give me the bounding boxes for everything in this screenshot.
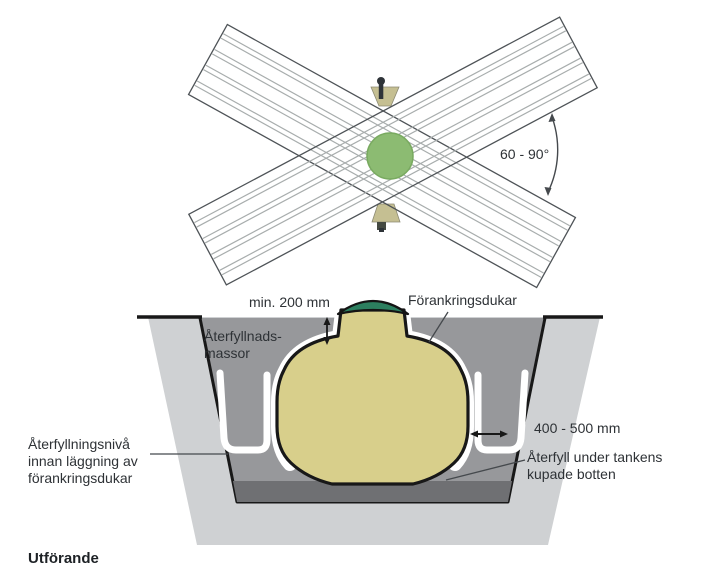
angle-arc-arrowhead-bottom — [544, 187, 552, 196]
min-cover-label: min. 200 mm — [249, 294, 330, 310]
tank-body — [275, 308, 470, 486]
angle-label: 60 - 90° — [500, 146, 550, 162]
fill-level-label: Återfyllningsnivå innan läggning av föra… — [28, 436, 138, 486]
leader-under-tank — [445, 459, 526, 481]
angle-arc — [547, 116, 559, 193]
anchor-pin-bottom-tip — [379, 228, 384, 232]
bedding-layer — [233, 481, 512, 502]
angle-arc-arrowhead-top — [548, 113, 556, 122]
anchor-sheet-channel-left — [216, 369, 271, 454]
side-gap-label: 400 - 500 mm — [534, 420, 621, 436]
anchor-sheets-label: Förankringsdukar — [408, 292, 517, 308]
anchor-wedge-bottom — [371, 203, 401, 223]
anchor-sheet-channel-right — [474, 369, 529, 454]
leader-anchor-sheets — [428, 311, 449, 343]
anchor-pin-bottom — [377, 222, 386, 230]
tank-lid-circle — [366, 132, 414, 180]
under-tank-label: Återfyll under tankens kupade botten — [527, 449, 663, 482]
min-cover-dimension-arrow — [323, 317, 331, 345]
anchor-pin-top — [378, 83, 384, 99]
caption-utforande: Utförande — [28, 550, 99, 567]
anchor-pin-top-head — [377, 77, 385, 85]
tank-lid — [336, 299, 410, 316]
backfill-label: Återfyllnads- massor — [204, 328, 282, 361]
top-view-crossed-sheets — [187, 16, 599, 289]
cross-section-view — [137, 299, 603, 545]
side-gap-dimension-arrow — [470, 430, 508, 438]
anchor-wedge-top — [370, 86, 400, 107]
